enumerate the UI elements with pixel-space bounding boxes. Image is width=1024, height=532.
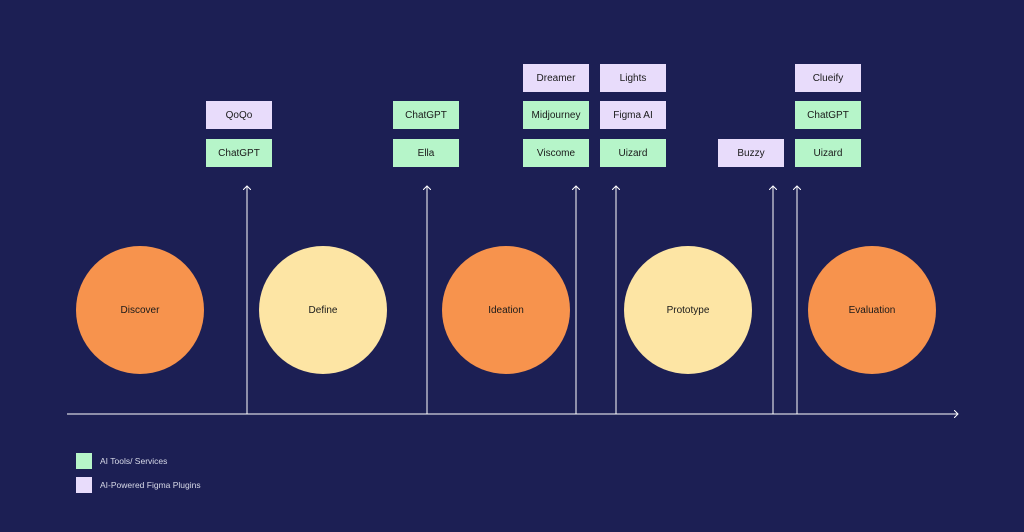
phase-ideation: Ideation: [442, 246, 570, 374]
tag-lights: Lights: [600, 64, 666, 92]
legend-label-tools: AI Tools/ Services: [100, 456, 168, 466]
legend-swatch-tools: [76, 453, 92, 469]
tag-chatgpt: ChatGPT: [393, 101, 459, 129]
tag-clueify: Clueify: [795, 64, 861, 92]
tag-viscome: Viscome: [523, 139, 589, 167]
phase-label: Define: [308, 304, 338, 316]
legend-figma-plugins: AI-Powered Figma Plugins: [76, 477, 201, 493]
phase-evaluation: Evaluation: [808, 246, 936, 374]
phase-label: Ideation: [488, 304, 524, 316]
tag-chatgpt: ChatGPT: [206, 139, 272, 167]
tag-uizard: Uizard: [795, 139, 861, 167]
tag-ella: Ella: [393, 139, 459, 167]
tag-uizard: Uizard: [600, 139, 666, 167]
tag-qoqo: QoQo: [206, 101, 272, 129]
tag-figma-ai: Figma AI: [600, 101, 666, 129]
phase-discover: Discover: [76, 246, 204, 374]
phase-label: Discover: [120, 304, 160, 316]
phase-label: Evaluation: [848, 304, 896, 316]
phase-label: Prototype: [666, 304, 710, 316]
legend-ai-tools: AI Tools/ Services: [76, 453, 167, 469]
legend-label-plugins: AI-Powered Figma Plugins: [100, 480, 201, 490]
tag-chatgpt: ChatGPT: [795, 101, 861, 129]
tag-midjourney: Midjourney: [523, 101, 589, 129]
phase-define: Define: [259, 246, 387, 374]
legend-swatch-plugins: [76, 477, 92, 493]
tag-dreamer: Dreamer: [523, 64, 589, 92]
tag-buzzy: Buzzy: [718, 139, 784, 167]
phase-prototype: Prototype: [624, 246, 752, 374]
